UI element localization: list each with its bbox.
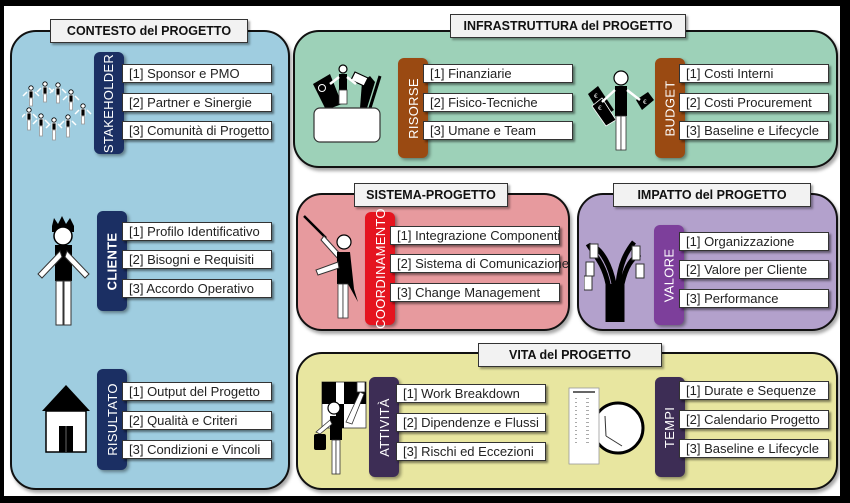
list-item: [2] Partner e Sinergie xyxy=(122,93,272,112)
list-item: [2] Bisogni e Requisiti xyxy=(122,250,272,269)
list-item: [2] Valore per Cliente xyxy=(679,260,829,279)
list-item: [2] Dipendenze e Flussi xyxy=(396,413,546,432)
panel-title-infrastruttura: INFRASTRUTTURA del PROGETTO xyxy=(450,14,686,38)
client-person-icon xyxy=(34,214,94,334)
worker-icon xyxy=(312,378,370,483)
category-label: VALORE xyxy=(661,248,677,302)
house-icon xyxy=(42,384,90,459)
category-label: RISULTATO xyxy=(104,383,120,456)
list-item: [1] Output del Progetto xyxy=(122,382,272,401)
list-item: [3] Accordo Operativo xyxy=(122,279,272,298)
list-item: [3] Change Management xyxy=(390,283,560,302)
list-item: [1] Profilo Identificativo xyxy=(122,222,272,241)
list-item: [2] Sistema di Comunicazione xyxy=(390,254,569,273)
panel-title-contesto: CONTESTO del PROGETTO xyxy=(50,19,248,43)
list-item: [3] Umane e Team xyxy=(423,121,573,140)
list-item: [1] Finanziarie xyxy=(423,64,573,83)
list-item: [2] Fisico-Tecniche xyxy=(423,93,573,112)
panel-title-vita: VITA del PROGETTO xyxy=(478,343,662,367)
svg-text:€: € xyxy=(594,93,598,100)
list-item: [3] Baseline e Lifecycle xyxy=(679,121,829,140)
resources-box-icon xyxy=(310,64,385,149)
category-label: COORDINAMENTO xyxy=(372,208,388,329)
calendar-clock-icon xyxy=(568,386,648,473)
list-item: [1] Costi Interni xyxy=(679,64,829,83)
svg-text:€: € xyxy=(643,99,647,106)
list-item: [1] Sponsor e PMO xyxy=(122,64,272,83)
person-with-money-icon: € € € xyxy=(586,66,656,157)
list-item: [3] Baseline e Lifecycle xyxy=(679,439,829,458)
panel-title-sistema: SISTEMA-PROGETTO xyxy=(354,183,508,207)
list-item: [3] Performance xyxy=(679,289,829,308)
list-item: [1] Organizzazione xyxy=(679,232,829,251)
category-label: TEMPI xyxy=(662,406,678,448)
panel-title-impatto: IMPATTO del PROGETTO xyxy=(613,183,811,207)
list-item: [3] Condizioni e Vincoli xyxy=(122,440,272,459)
list-item: [3] Rischi ed Eccezioni xyxy=(396,442,546,461)
category-label: RISORSE xyxy=(405,77,421,139)
list-item: [1] Durate e Sequenze xyxy=(679,381,829,400)
people-group-icon xyxy=(20,78,92,153)
list-item: [2] Qualità e Criteri xyxy=(122,411,272,430)
category-bar-stakeholder: STAKEHOLDER xyxy=(94,52,124,154)
category-bar-attivita: ATTIVITÀ xyxy=(369,377,399,477)
category-label: STAKEHOLDER xyxy=(101,53,117,153)
category-label: BUDGET xyxy=(662,80,678,136)
category-label: ATTIVITÀ xyxy=(376,397,392,457)
value-tree-icon xyxy=(583,234,646,329)
list-item: [1] Integrazione Componenti xyxy=(390,226,560,245)
category-label: CLIENTE xyxy=(104,232,120,290)
conductor-icon xyxy=(302,214,364,327)
list-item: [1] Work Breakdown xyxy=(396,384,546,403)
diagram-canvas: CONTESTO del PROGETTO STAKEHOLDER [1] Sp… xyxy=(4,6,840,496)
svg-text:€: € xyxy=(598,105,602,112)
list-item: [3] Comunità di Progetto xyxy=(122,121,272,140)
list-item: [2] Costi Procurement xyxy=(679,93,829,112)
list-item: [2] Calendario Progetto xyxy=(679,410,829,429)
